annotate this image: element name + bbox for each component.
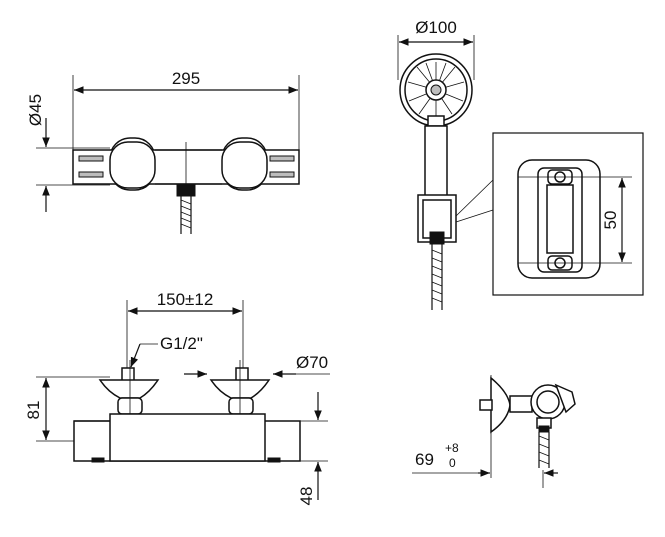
diameter-45-label: Ø45: [26, 94, 45, 126]
front-view: 150±12 G1/2" Ø70 81 48: [24, 290, 330, 505]
diameter-100-label: Ø100: [415, 18, 457, 37]
side-hose: [538, 432, 550, 468]
side-view: 69 +8 0: [412, 375, 576, 488]
hand-shower-view: Ø100: [397, 18, 494, 310]
offset-label: 69: [415, 450, 434, 469]
width-dimension-label: 295: [172, 69, 200, 88]
bracket-height-label: 50: [601, 211, 620, 230]
body-48-label: 48: [297, 487, 316, 506]
tolerance-minus: 0: [449, 456, 456, 470]
left-escutcheon: [98, 379, 160, 399]
top-view: 295 Ø45: [26, 69, 300, 234]
height-81-label: 81: [24, 401, 43, 420]
side-escutcheon: [490, 376, 511, 434]
detail-frame: [492, 132, 644, 296]
spacing-label: 150±12: [157, 290, 214, 309]
shower-hose: [431, 244, 443, 310]
bracket-detail: 50: [492, 132, 644, 296]
thread-label: G1/2": [160, 334, 203, 353]
shower-handle: [424, 125, 448, 207]
tolerance-plus: +8: [445, 441, 459, 455]
diameter-70-label: Ø70: [296, 353, 328, 372]
